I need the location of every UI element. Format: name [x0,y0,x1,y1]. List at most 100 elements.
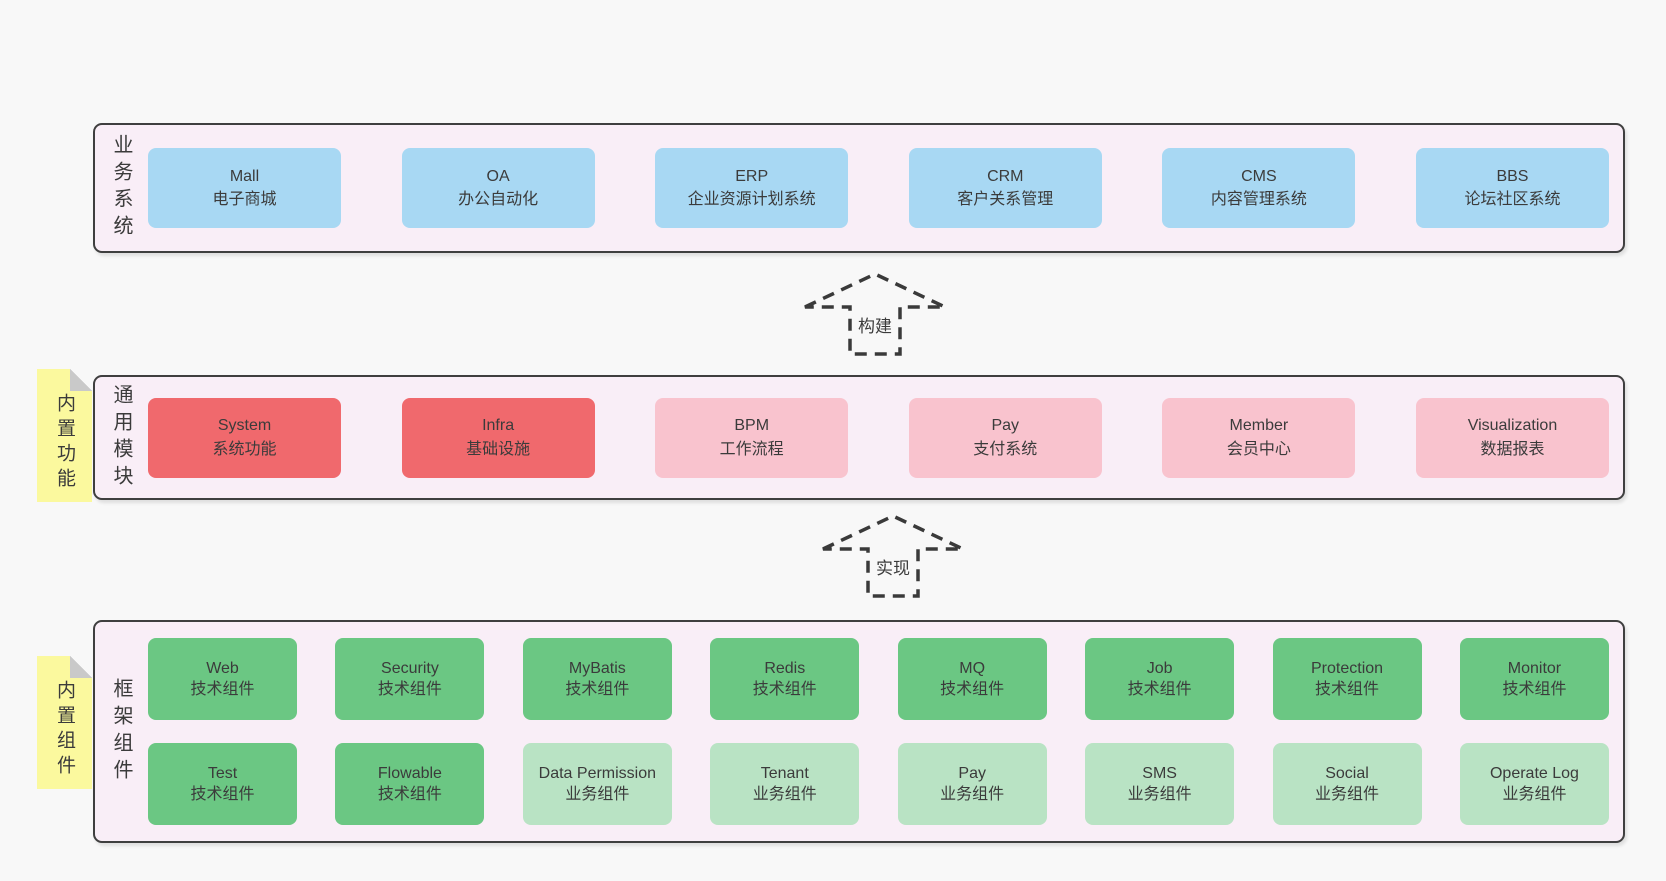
box-protection: Protection 技术组件 [1272,638,1422,720]
module-boxes: System 系统功能 Infra 基础设施 BPM 工作流程 Pay 支付系统… [136,377,1623,498]
box-mybatis-en: MyBatis [568,659,626,677]
box-infra: Infra 基础设施 [401,397,595,478]
box-bpm-zh: 工作流程 [719,440,784,458]
box-erp: ERP 企业资源计划系统 [655,148,849,228]
framework-rows: Web 技术组件 Security 技术组件 MyBatis 技术组件 Redi… [136,622,1623,841]
box-member-zh: 会员中心 [1226,440,1291,458]
box-monitor-zh: 技术组件 [1502,681,1567,698]
box-pay-component-en: Pay [958,764,986,782]
layer-framework-components: 框架组件 Web 技术组件 Security 技术组件 MyBatis 技术组件… [93,620,1625,843]
box-job-zh: 技术组件 [1127,681,1192,698]
box-tenant-zh: 业务组件 [752,786,817,803]
box-sms-zh: 业务组件 [1127,786,1192,803]
box-bpm: BPM 工作流程 [655,397,849,478]
box-mybatis: MyBatis 技术组件 [522,638,672,720]
box-monitor: Monitor 技术组件 [1459,638,1609,720]
box-flowable-en: Flowable [377,764,442,782]
box-erp-en: ERP [735,167,769,185]
arrow-implement-label: 实现 [874,554,912,579]
box-system-en: System [217,417,272,435]
box-pay-module-zh: 支付系统 [973,440,1038,458]
box-oa-zh: 办公自动化 [458,191,539,208]
box-flowable: Flowable 技术组件 [335,743,485,825]
box-protection-en: Protection [1311,659,1384,677]
box-pay-component: Pay 业务组件 [897,743,1047,825]
box-security-en: Security [381,659,439,677]
box-tenant: Tenant 业务组件 [710,743,860,825]
note-built-in-features-label: 内置功能 [54,392,75,493]
box-sms: SMS 业务组件 [1085,743,1235,825]
box-visualization-en: Visualization [1467,417,1558,435]
box-social-en: Social [1325,764,1369,782]
box-infra-en: Infra [482,417,515,435]
box-social: Social 业务组件 [1272,743,1422,825]
box-web-en: Web [206,659,239,677]
box-sms-en: SMS [1142,764,1177,782]
note-fold-icon [70,656,92,678]
box-mq: MQ 技术组件 [897,638,1047,720]
layer-business-label: 业务系统 [110,134,132,242]
box-monitor-en: Monitor [1507,659,1562,677]
business-boxes: Mall 电子商城 OA 办公自动化 ERP 企业资源计划系统 CRM 客户关系… [136,125,1623,251]
box-mall: Mall 电子商城 [148,148,341,228]
box-infra-zh: 基础设施 [466,440,531,458]
box-redis-zh: 技术组件 [752,681,817,698]
box-bpm-en: BPM [734,417,770,435]
box-visualization-zh: 数据报表 [1480,440,1545,458]
box-test-en: Test [207,764,238,782]
box-system-zh: 系统功能 [212,440,277,458]
box-pay-module: Pay 支付系统 [908,397,1102,478]
box-tenant-en: Tenant [760,764,809,782]
box-cms: CMS 内容管理系统 [1162,148,1356,228]
box-crm: CRM 客户关系管理 [908,148,1102,228]
framework-row-2: Test 技术组件 Flowable 技术组件 Data Permission … [148,743,1609,825]
box-visualization: Visualization 数据报表 [1415,397,1609,478]
box-oa-en: OA [486,167,510,185]
box-flowable-zh: 技术组件 [377,786,442,803]
arrow-up-icon [822,514,964,598]
box-pay-module-en: Pay [991,417,1020,435]
box-bbs-en: BBS [1496,167,1529,185]
framework-row-1: Web 技术组件 Security 技术组件 MyBatis 技术组件 Redi… [148,638,1609,720]
box-oa: OA 办公自动化 [401,148,595,228]
box-cms-en: CMS [1241,167,1277,185]
arrow-build: 构建 [802,272,948,356]
box-member-en: Member [1229,417,1289,435]
box-crm-en: CRM [987,167,1024,185]
box-member: Member 会员中心 [1162,397,1356,478]
box-test: Test 技术组件 [148,743,297,825]
box-mq-en: MQ [959,659,986,677]
box-data-permission-en: Data Permission [538,764,657,782]
box-erp-zh: 企业资源计划系统 [687,191,816,208]
layer-business-systems: 业务系统 Mall 电子商城 OA 办公自动化 ERP 企业资源计划系统 CRM… [93,123,1625,253]
box-mall-zh: 电子商城 [212,191,277,208]
layer-common-modules: 通用模块 System 系统功能 Infra 基础设施 BPM 工作流程 Pay… [93,375,1625,500]
box-web: Web 技术组件 [148,638,297,720]
box-web-zh: 技术组件 [190,681,255,698]
box-test-zh: 技术组件 [190,786,255,803]
box-crm-zh: 客户关系管理 [957,191,1054,208]
box-security: Security 技术组件 [335,638,485,720]
box-security-zh: 技术组件 [377,681,442,698]
box-data-permission: Data Permission 业务组件 [522,743,672,825]
box-operate-log-zh: 业务组件 [1502,786,1567,803]
box-job-en: Job [1146,659,1173,677]
box-social-zh: 业务组件 [1315,786,1380,803]
layer-framework-label: 框架组件 [110,677,132,786]
arrow-implement: 实现 [820,514,966,598]
note-built-in-features: 内置功能 [37,369,92,502]
box-job: Job 技术组件 [1085,638,1235,720]
arrow-build-label: 构建 [856,312,894,337]
box-data-permission-zh: 业务组件 [565,786,630,803]
box-redis: Redis 技术组件 [710,638,860,720]
box-mybatis-zh: 技术组件 [565,681,630,698]
box-cms-zh: 内容管理系统 [1210,191,1307,208]
box-mq-zh: 技术组件 [940,681,1005,698]
box-mall-en: Mall [229,167,260,185]
box-bbs: BBS 论坛社区系统 [1415,148,1609,228]
layer-modules-label: 通用模块 [110,383,132,492]
box-operate-log-en: Operate Log [1489,764,1579,782]
box-system: System 系统功能 [148,397,341,478]
box-pay-component-zh: 业务组件 [940,786,1005,803]
